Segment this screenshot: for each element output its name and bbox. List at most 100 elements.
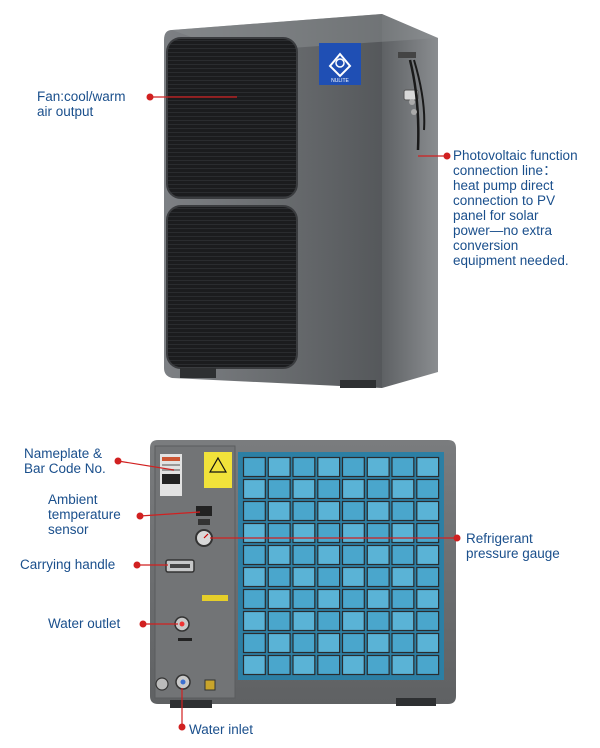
- grille-cell: [292, 566, 316, 588]
- grille-cell: [366, 544, 390, 566]
- grille-cell: [416, 522, 440, 544]
- callout-water-outlet: Water outlet: [48, 616, 121, 631]
- grille-cell: [391, 632, 415, 654]
- grille-cell: [366, 500, 390, 522]
- grille-cell: [242, 522, 266, 544]
- grille-cell: [391, 566, 415, 588]
- grille-cell: [267, 588, 291, 610]
- grille-cell: [416, 632, 440, 654]
- grille-cell: [366, 522, 390, 544]
- grille-cell: [366, 588, 390, 610]
- callout-carrying-handle: Carrying handle: [20, 557, 116, 572]
- grille-cell: [391, 544, 415, 566]
- grille-cell: [242, 566, 266, 588]
- brand-logo: NULITE: [319, 43, 361, 85]
- grille-cell: [317, 544, 341, 566]
- grille-cell: [391, 654, 415, 676]
- grille-cell: [341, 478, 365, 500]
- grille-cell: [391, 500, 415, 522]
- grille-cell: [416, 654, 440, 676]
- callout-photovoltaic: Photovoltaic function connection line： h…: [453, 148, 578, 268]
- grille-cell: [341, 632, 365, 654]
- grille-cell: [416, 456, 440, 478]
- grille-cell: [366, 610, 390, 632]
- grille-cell: [242, 500, 266, 522]
- grille-cell: [267, 500, 291, 522]
- grille-cell: [366, 478, 390, 500]
- front-unit: NULITE: [164, 14, 438, 388]
- grille-cell: [317, 522, 341, 544]
- leader-lines: [114, 93, 461, 731]
- grille-cell: [292, 632, 316, 654]
- grille-cell: [242, 610, 266, 632]
- grille-cell: [267, 478, 291, 500]
- grille-cell: [292, 610, 316, 632]
- back-unit: [150, 440, 456, 708]
- grille-cell: [416, 566, 440, 588]
- grille-cell: [317, 654, 341, 676]
- grille-cell: [366, 566, 390, 588]
- grille-cell: [267, 456, 291, 478]
- grille-cell: [292, 478, 316, 500]
- callout-nameplate: Nameplate & Bar Code No.: [24, 446, 106, 476]
- grille-cell: [391, 478, 415, 500]
- grille-cell: [317, 478, 341, 500]
- grille-cell: [391, 610, 415, 632]
- grille-cell: [416, 544, 440, 566]
- grille-cell: [317, 456, 341, 478]
- grille-cell: [267, 566, 291, 588]
- grille-cell: [416, 478, 440, 500]
- grille-cell: [341, 456, 365, 478]
- grille-cell: [391, 522, 415, 544]
- grille-cell: [242, 456, 266, 478]
- grille-cell: [242, 632, 266, 654]
- grille-cell: [292, 544, 316, 566]
- front-unit-side-panel: [382, 14, 438, 388]
- grille-cell: [317, 588, 341, 610]
- grille-cell: [292, 522, 316, 544]
- grille-cell: [341, 588, 365, 610]
- grille-cell: [341, 566, 365, 588]
- grille-cell: [267, 632, 291, 654]
- callout-ambient-sensor: Ambient temperature sensor: [48, 492, 121, 537]
- grille-cell: [341, 500, 365, 522]
- grille-cell: [292, 456, 316, 478]
- grille-cell: [391, 588, 415, 610]
- front-foot-left: [180, 368, 216, 378]
- grille-cell: [267, 654, 291, 676]
- grille-cell: [267, 610, 291, 632]
- grille-cell: [267, 522, 291, 544]
- callout-pressure-gauge: Refrigerant pressure gauge: [466, 531, 560, 561]
- grille-cell: [317, 500, 341, 522]
- lower-fan-grille-icon: [166, 205, 298, 369]
- callout-water-inlet: Water inlet: [189, 722, 254, 737]
- grille-cell: [242, 588, 266, 610]
- grille-cell: [341, 522, 365, 544]
- callout-fan: Fan:cool/warm air output: [37, 89, 126, 119]
- grille-cell: [391, 456, 415, 478]
- grille-cell: [366, 632, 390, 654]
- front-foot-right: [340, 380, 376, 388]
- grille-cell: [292, 588, 316, 610]
- grille-cell: [317, 566, 341, 588]
- grille-cell: [292, 654, 316, 676]
- grille-cell: [416, 500, 440, 522]
- grille-cell: [242, 654, 266, 676]
- grille-cell: [317, 632, 341, 654]
- grille-cell: [341, 544, 365, 566]
- ambient-sensor-icon: [196, 506, 212, 516]
- grille-cell: [416, 610, 440, 632]
- grille-cell: [366, 456, 390, 478]
- grille-cell: [317, 610, 341, 632]
- grille-cell: [292, 500, 316, 522]
- upper-fan-grille-icon: [166, 37, 298, 199]
- grille-cell: [341, 610, 365, 632]
- grille-cell: [267, 544, 291, 566]
- grille-cell: [242, 544, 266, 566]
- grille-cell: [341, 654, 365, 676]
- svg-text:NULITE: NULITE: [331, 78, 349, 84]
- grille-cell: [242, 478, 266, 500]
- grille-cell: [366, 654, 390, 676]
- grille-cell: [416, 588, 440, 610]
